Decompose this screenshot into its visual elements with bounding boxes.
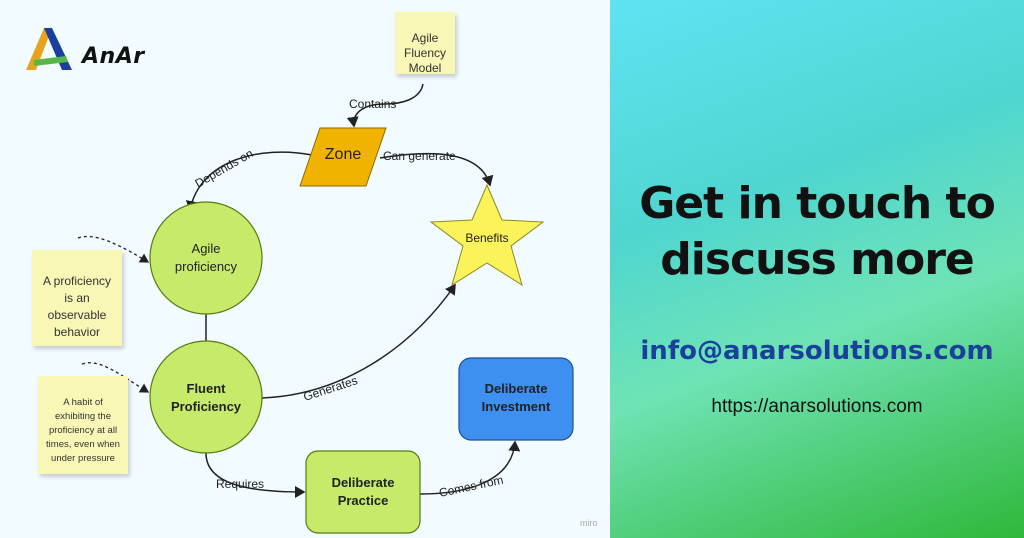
zone-label: Zone <box>324 146 362 163</box>
agile-proficiency-label: Agile proficiency <box>174 241 238 274</box>
fluent-proficiency-node <box>149 340 263 454</box>
agile-fluency-model-note: Agile Fluency Model <box>395 12 455 75</box>
note-link-proficiency <box>77 236 150 263</box>
edge-label-generates: Generates <box>302 373 360 404</box>
habit-definition-text: A habit of exhibiting the proficiency at… <box>46 397 120 464</box>
anar-logo <box>26 28 72 70</box>
agile-proficiency-node <box>149 201 263 315</box>
brand-name: AnAr <box>82 44 145 69</box>
edge-generates <box>261 283 456 399</box>
cta-headline: Get in touch to discuss more <box>639 178 996 285</box>
fluent-proficiency-label: Fluent Proficiency <box>170 381 242 414</box>
deliberate-investment-node <box>458 357 574 441</box>
miro-watermark: miro <box>580 518 598 528</box>
proficiency-definition-text: A proficiency is an observable behavior <box>42 274 112 339</box>
benefits-label: Benefits <box>465 231 509 245</box>
proficiency-definition-note: A proficiency is an observable behavior <box>32 250 122 346</box>
agile-fluency-model-label: Agile Fluency Model <box>403 31 447 75</box>
habit-definition-note: A habit of exhibiting the proficiency at… <box>38 376 128 474</box>
edge-label-contains: Contains <box>349 97 396 111</box>
edge-label-depends-on: Depends on <box>193 146 256 190</box>
edge-requires <box>205 451 306 498</box>
agile-fluency-diagram: Contains Depends on Can generate Generat… <box>77 83 574 534</box>
deliberate-investment-label: Deliberate Investment <box>481 381 551 414</box>
deliberate-practice-node <box>305 450 421 534</box>
edge-label-comes-from: Comes from <box>438 473 505 500</box>
edge-comes-from <box>419 440 521 495</box>
edge-label-can-generate: Can generate <box>383 149 456 163</box>
contact-panel <box>610 0 1024 538</box>
edge-depends-on <box>185 151 313 212</box>
note-link-habit <box>81 362 150 393</box>
edge-contains <box>346 83 424 128</box>
benefits-star <box>429 183 545 287</box>
deliberate-practice-label: Deliberate Practice <box>331 475 395 508</box>
website-link[interactable]: https://anarsolutions.com <box>711 396 923 417</box>
edge-label-requires: Requires <box>216 477 264 491</box>
edge-can-generate <box>379 152 494 187</box>
zone-node <box>299 127 387 187</box>
contact-email-link[interactable]: info@anarsolutions.com <box>640 336 994 366</box>
